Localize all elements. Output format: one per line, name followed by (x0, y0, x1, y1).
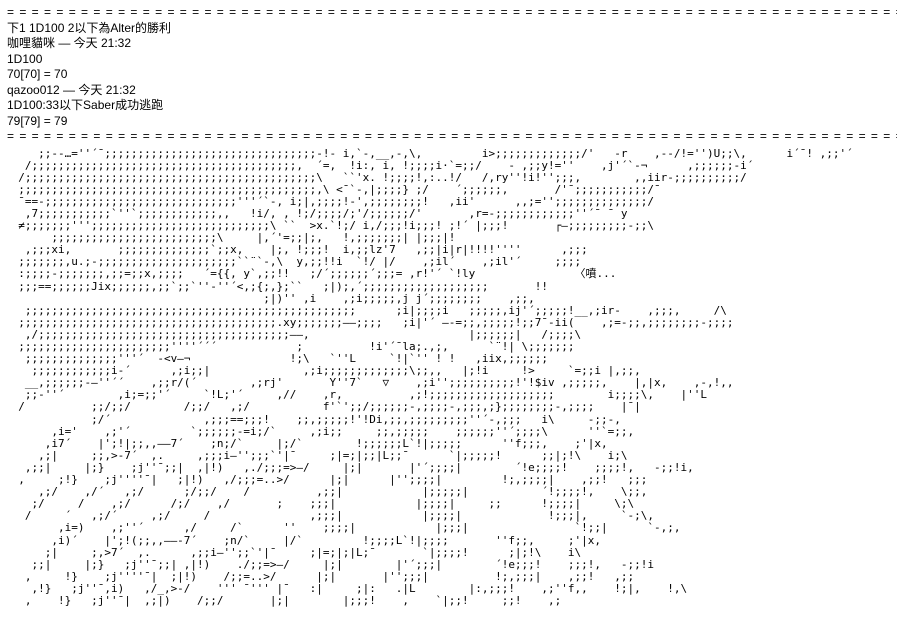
roll-command-2: 1D100:33以下Saber成功逃跑 (7, 98, 164, 112)
user-timestamp-1: 咖哩貓咪 — 今天 21:32 (7, 36, 132, 50)
ascii-art: ;;-‐…=''´¯;;;;;;;;;;;;;;;;;;;;;;;;;;;;;;… (18, 147, 853, 607)
roll-condition-1: 下1 1D100 2以下為Alter的勝利 (7, 20, 172, 35)
user-timestamp-2: qazoo012 — 今天 21:32 (7, 82, 136, 97)
divider-bottom: = = = = = = = = = = = = = = = = = = = = … (7, 129, 897, 143)
roll-result-1: 70[70] = 70 (7, 67, 68, 81)
roll-command-1: 1D100 (7, 51, 43, 66)
roll-result-2: 79[79] = 79 (7, 113, 68, 128)
dice-log: = = = = = = = = = = = = = = = = = = = = … (0, 0, 900, 145)
divider-top: = = = = = = = = = = = = = = = = = = = = … (7, 5, 897, 19)
